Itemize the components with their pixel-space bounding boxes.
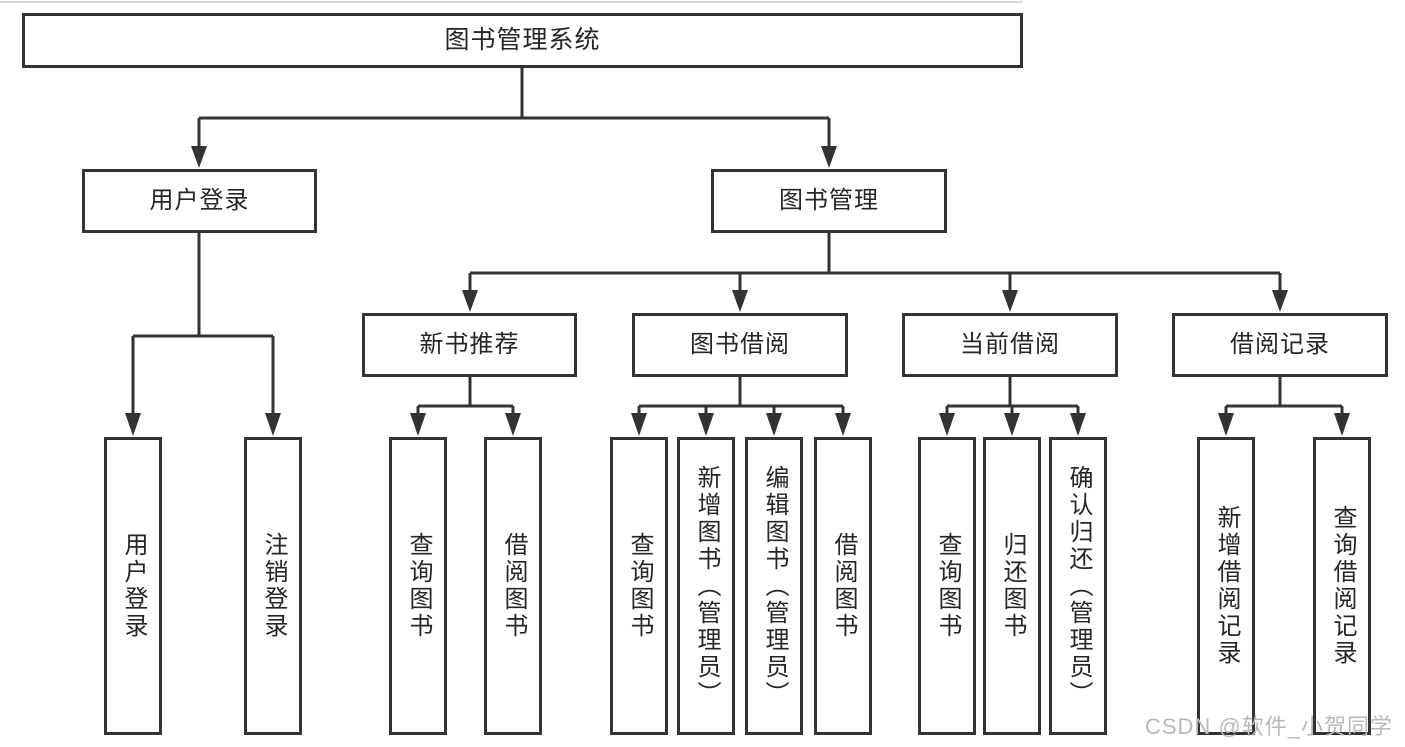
node-label: 借阅图书 bbox=[500, 532, 527, 640]
node-library-management-system: 图书管理系统 bbox=[22, 13, 1023, 68]
node-label: 查询借阅记录 bbox=[1329, 505, 1356, 667]
node-label: 注销登录 bbox=[260, 532, 287, 640]
node-label: 确认归还（管理员） bbox=[1065, 464, 1092, 708]
node-label: 图书管理系统 bbox=[444, 26, 601, 54]
node-new-book-recommend: 新书推荐 bbox=[362, 313, 577, 377]
leaf-borrow-books: 借阅图书 bbox=[814, 437, 872, 735]
csdn-watermark: CSDN @软件_小贺同学 bbox=[1144, 714, 1393, 739]
node-label: 查询图书 bbox=[626, 532, 653, 640]
node-book-management: 图书管理 bbox=[711, 169, 947, 233]
node-current-borrow: 当前借阅 bbox=[902, 313, 1118, 377]
leaf-logout: 注销登录 bbox=[244, 437, 302, 735]
node-label: 归还图书 bbox=[999, 532, 1026, 640]
top-edge-line bbox=[0, 1, 1023, 3]
node-label: 图书管理 bbox=[779, 187, 879, 214]
node-label: 编辑图书（管理员） bbox=[761, 464, 788, 708]
node-label: 当前借阅 bbox=[960, 331, 1060, 358]
node-label: 新书推荐 bbox=[419, 331, 520, 358]
node-label: 查询图书 bbox=[405, 532, 432, 640]
node-book-borrow: 图书借阅 bbox=[632, 313, 848, 377]
leaf-query-borrow-record: 查询借阅记录 bbox=[1313, 437, 1371, 735]
leaf-add-borrow-record: 新增借阅记录 bbox=[1197, 437, 1255, 735]
leaf-query-books-borrow: 查询图书 bbox=[610, 437, 668, 735]
leaf-query-books-current: 查询图书 bbox=[918, 437, 976, 735]
leaf-return-book: 归还图书 bbox=[983, 437, 1041, 735]
leaf-confirm-return-admin: 确认归还（管理员） bbox=[1049, 437, 1107, 735]
node-label: 借阅记录 bbox=[1230, 331, 1330, 358]
node-label: 新增借阅记录 bbox=[1213, 505, 1240, 667]
node-label: 用户登录 bbox=[149, 187, 250, 214]
node-label: 查询图书 bbox=[934, 532, 961, 640]
leaf-add-book-admin: 新增图书（管理员） bbox=[677, 437, 735, 735]
node-borrow-records: 借阅记录 bbox=[1172, 313, 1388, 377]
node-user-login: 用户登录 bbox=[82, 169, 317, 233]
node-label: 新增图书（管理员） bbox=[693, 464, 720, 708]
leaf-query-books-recommend: 查询图书 bbox=[389, 437, 447, 735]
leaf-edit-book-admin: 编辑图书（管理员） bbox=[745, 437, 803, 735]
leaf-borrow-books-recommend: 借阅图书 bbox=[484, 437, 542, 735]
node-label: 用户登录 bbox=[120, 532, 147, 640]
leaf-user-login: 用户登录 bbox=[104, 437, 162, 735]
node-label: 借阅图书 bbox=[830, 532, 857, 640]
node-label: 图书借阅 bbox=[690, 331, 790, 358]
